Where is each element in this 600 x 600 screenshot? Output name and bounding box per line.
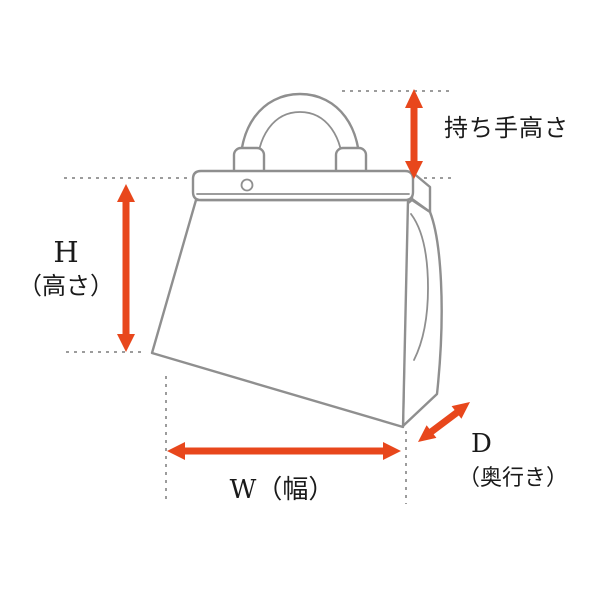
height-label: H （高さ） [2,235,130,301]
width-label: W（幅） [229,475,335,505]
handle-height-label: 持ち手高さ [444,114,569,142]
bag-clasp [240,178,254,192]
height-arrow [117,184,135,352]
bag-front-panel [150,198,410,429]
bag-handle-inner [256,111,344,175]
depth-label: D （奥行き） [458,429,569,491]
height-label-letter: H [53,235,79,269]
bag-handle-outer [239,92,361,176]
handle-height-arrow [405,89,423,179]
bag-frame [191,169,415,202]
width-arrow [167,442,401,460]
bag-drawing [150,92,443,429]
bag-gusset [401,198,443,428]
bag-gusset-fold [410,213,429,361]
depth-label-letter: D [471,429,492,459]
depth-arrow [418,402,470,442]
depth-label-name: （奥行き） [458,465,569,491]
height-label-name: （高さ） [18,272,114,301]
